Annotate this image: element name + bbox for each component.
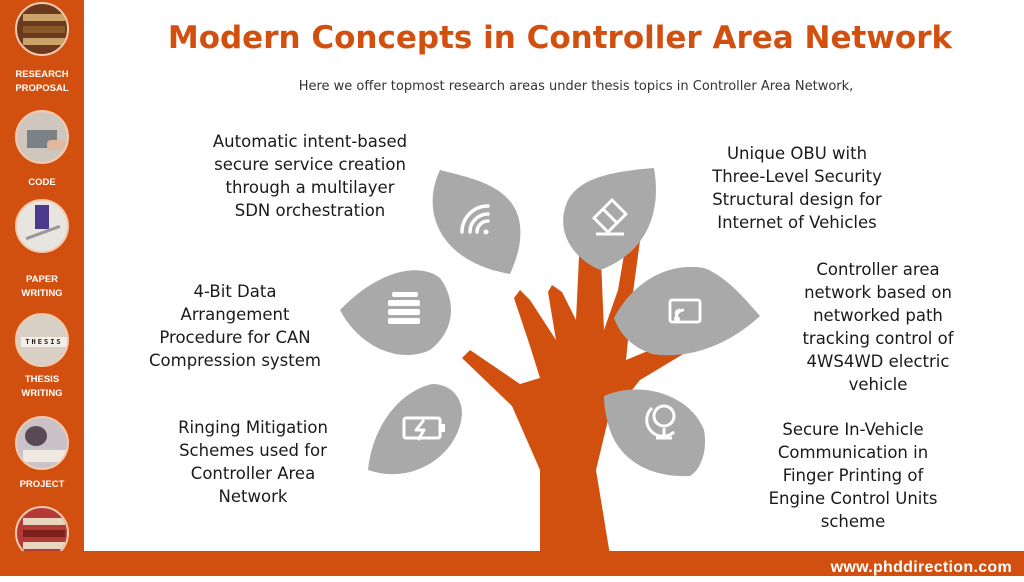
books-icon — [388, 292, 420, 324]
petal-mid-right — [614, 266, 760, 356]
studying-photo — [15, 416, 69, 470]
sidebar-label: PROPOSAL — [15, 83, 69, 94]
sidebar-label: CODE — [28, 177, 56, 188]
topic-bottom-left: Ringing Mitigation Schemes used for Cont… — [178, 418, 328, 506]
hand-illustration — [462, 220, 702, 555]
thesis-tiles-photo: THESIS — [15, 313, 69, 367]
petal-top-right — [563, 168, 656, 270]
topic-top-left: Automatic intent-based secure service cr… — [212, 132, 408, 220]
eraser-icon — [592, 198, 628, 236]
sidebar-label: PAPER — [25, 274, 59, 285]
bookshelf-photo — [15, 2, 69, 56]
wifi-icon — [460, 204, 490, 235]
page-subtitle: Here we offer topmost research areas und… — [298, 79, 854, 94]
sidebar-item-code[interactable]: CODE — [0, 110, 84, 190]
sidebar-label: THESIS — [24, 374, 60, 385]
website-link[interactable]: www.phddirection.com — [830, 559, 1012, 576]
petal-top-left — [432, 170, 521, 274]
sidebar-label: PROJECT — [19, 479, 65, 490]
topic-middle-right: Controller area network based on network… — [802, 260, 954, 394]
footer-bar: www.phddirection.com — [0, 551, 1024, 576]
sidebar-label: WRITING — [21, 288, 63, 299]
pen-writing-photo — [15, 199, 69, 253]
page-title: Modern Concepts in Controller Area Netwo… — [167, 20, 953, 56]
topic-bottom-right: Secure In-Vehicle Communication in Finge… — [768, 420, 938, 531]
sidebar-item-project[interactable]: PROJECT — [0, 416, 84, 492]
sidebar-item-research-proposal[interactable]: RESEARCH PROPOSAL — [0, 2, 84, 96]
sidebar-label: RESEARCH — [15, 69, 69, 80]
globe-icon — [645, 404, 676, 440]
battery-charging-icon — [402, 416, 445, 441]
sidebar-item-paper-writing[interactable]: PAPER WRITING — [0, 199, 84, 301]
sidebar-label: WRITING — [21, 388, 63, 399]
screen-cast-icon — [668, 298, 702, 324]
laptop-photo — [15, 110, 69, 164]
topic-top-right: Unique OBU with Three-Level Security Str… — [712, 144, 882, 232]
topic-middle-left: 4-Bit Data Arrangement Procedure for CAN… — [149, 282, 321, 370]
sidebar-item-thesis-writing[interactable]: THESIS THESIS WRITING — [0, 313, 84, 401]
